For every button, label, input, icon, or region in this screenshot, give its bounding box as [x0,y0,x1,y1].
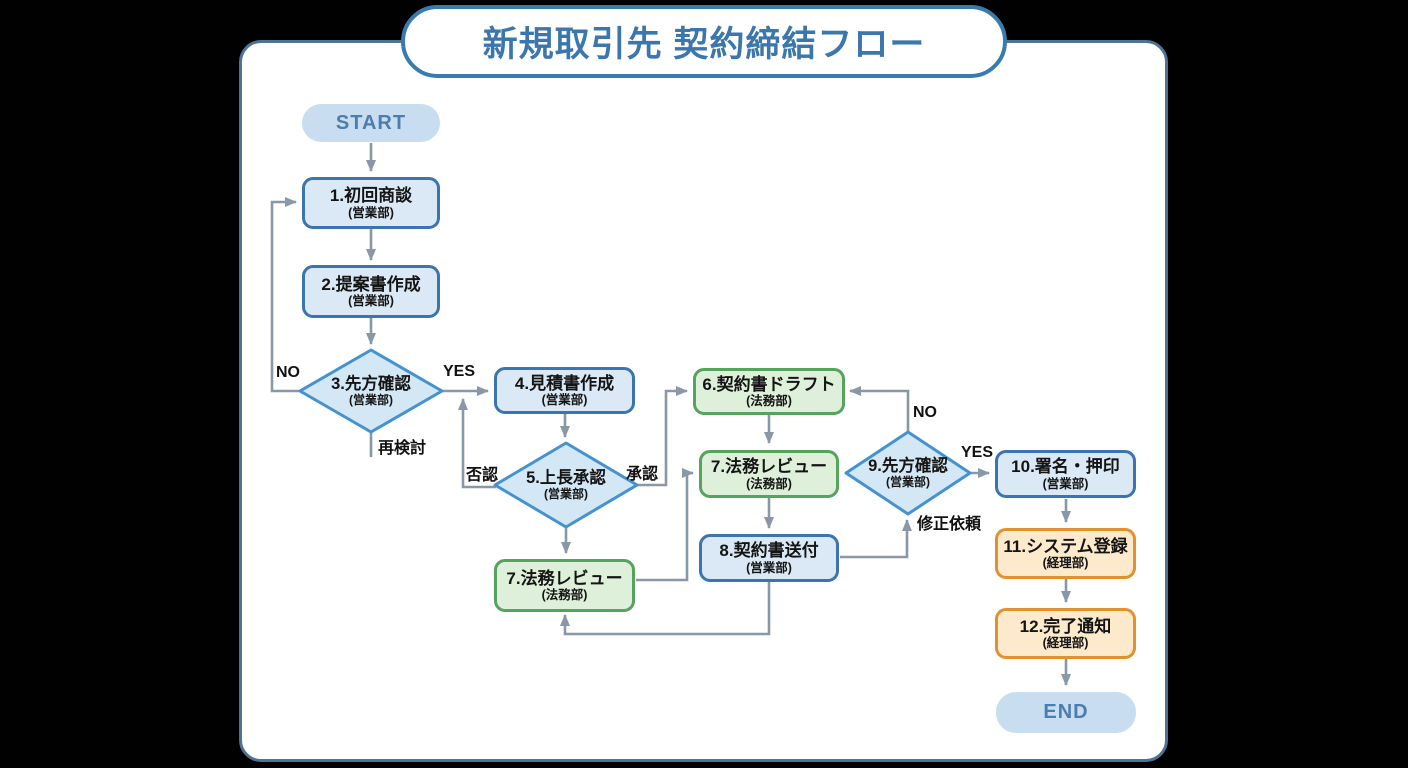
step-9-label: 9.先方確認 [868,457,948,476]
step-1-label: 1.初回商談 [329,186,413,206]
edge-label-d9-yes: YES [961,444,994,461]
step-7-legal-review-lower: 7.法務レビュー (法務部) [494,559,635,612]
edge-7b-to-7a [636,468,694,582]
edge-8-to-9-revise [840,519,912,559]
end-label: END [1043,701,1089,723]
step-3-label: 3.先方確認 [331,375,411,394]
step-10-dept: (営業部) [1042,476,1089,491]
step-5-manager-approval: 5.上長承認 (営業部) [498,463,634,507]
step-11-label: 11.システム登録 [1003,536,1128,556]
step-7a-dept: (法務部) [746,476,792,491]
edge-8-loop-to-7b [560,582,771,636]
step-1-initial-meeting: 1.初回商談 (営業部) [302,177,440,229]
diagram-title: 新規取引先 契約締結フロー [401,5,1007,78]
end-node: END [996,692,1136,733]
step-8-label: 8.契約書送付 [719,541,819,561]
step-1-dept: (営業部) [348,205,394,220]
edge-3-no-loop-to-1 [270,197,301,393]
edge-5-approve-to-6 [636,386,688,487]
edge-label-d9-no: NO [913,404,937,421]
step-2-dept: (営業部) [348,294,394,309]
edge-label-d3-yes: YES [443,363,476,380]
step-11-dept: (経理部) [1042,556,1089,571]
step-11-system-register: 11.システム登録 (経理部) [995,528,1136,579]
step-3-dept: (営業部) [349,392,393,407]
step-4-label: 4.見積書作成 [514,373,615,393]
edge-label-d5-approve: 承認 [626,466,659,483]
step-2-proposal: 2.提案書作成 (営業部) [302,265,440,318]
step-7-legal-review-upper: 7.法務レビュー (法務部) [699,450,839,498]
step-10-sign-seal: 10.署名・押印 (営業部) [995,450,1136,498]
step-9-client-confirm: 9.先方確認 (営業部) [846,451,970,495]
start-node: START [302,104,440,142]
step-12-dept: (経理部) [1042,636,1089,651]
step-6-dept: (法務部) [746,394,792,409]
step-12-completion-notice: 12.完了通知 (経理部) [995,608,1136,659]
edge-label-d5-deny: 否認 [466,467,499,484]
decision-3-shape [298,348,444,434]
step-5-dept: (営業部) [544,486,588,501]
step-12-label: 12.完了通知 [1019,616,1112,636]
step-7a-label: 7.法務レビュー [710,457,828,477]
step-4-dept: (営業部) [541,393,588,408]
step-7b-label: 7.法務レビュー [506,568,623,588]
edge-label-d3-reconsider: 再検討 [378,440,427,457]
step-7b-dept: (法務部) [541,588,588,603]
step-2-label: 2.提案書作成 [321,274,421,294]
step-6-contract-draft: 6.契約書ドラフト (法務部) [693,368,845,415]
step-4-quotation: 4.見積書作成 (営業部) [494,367,635,414]
step-8-dept: (営業部) [746,560,792,575]
step-9-dept: (営業部) [886,474,930,489]
step-3-client-confirm: 3.先方確認 (営業部) [303,369,439,413]
edge-9-no-to-6 [849,386,910,431]
start-label: START [335,111,407,134]
edge-label-d3-no: NO [276,364,300,381]
decision-5-shape [493,441,639,529]
step-8-contract-send: 8.契約書送付 (営業部) [699,534,839,582]
decision-9-shape [844,430,972,516]
diagram-title-text: 新規取引先 契約締結フロー [482,25,926,64]
step-6-label: 6.契約書ドラフト [702,374,836,394]
edge-label-d9-revise: 修正依頼 [917,516,982,533]
step-5-label: 5.上長承認 [526,469,606,488]
step-10-label: 10.署名・押印 [1011,457,1120,477]
edge-5-deny-up [458,398,496,489]
